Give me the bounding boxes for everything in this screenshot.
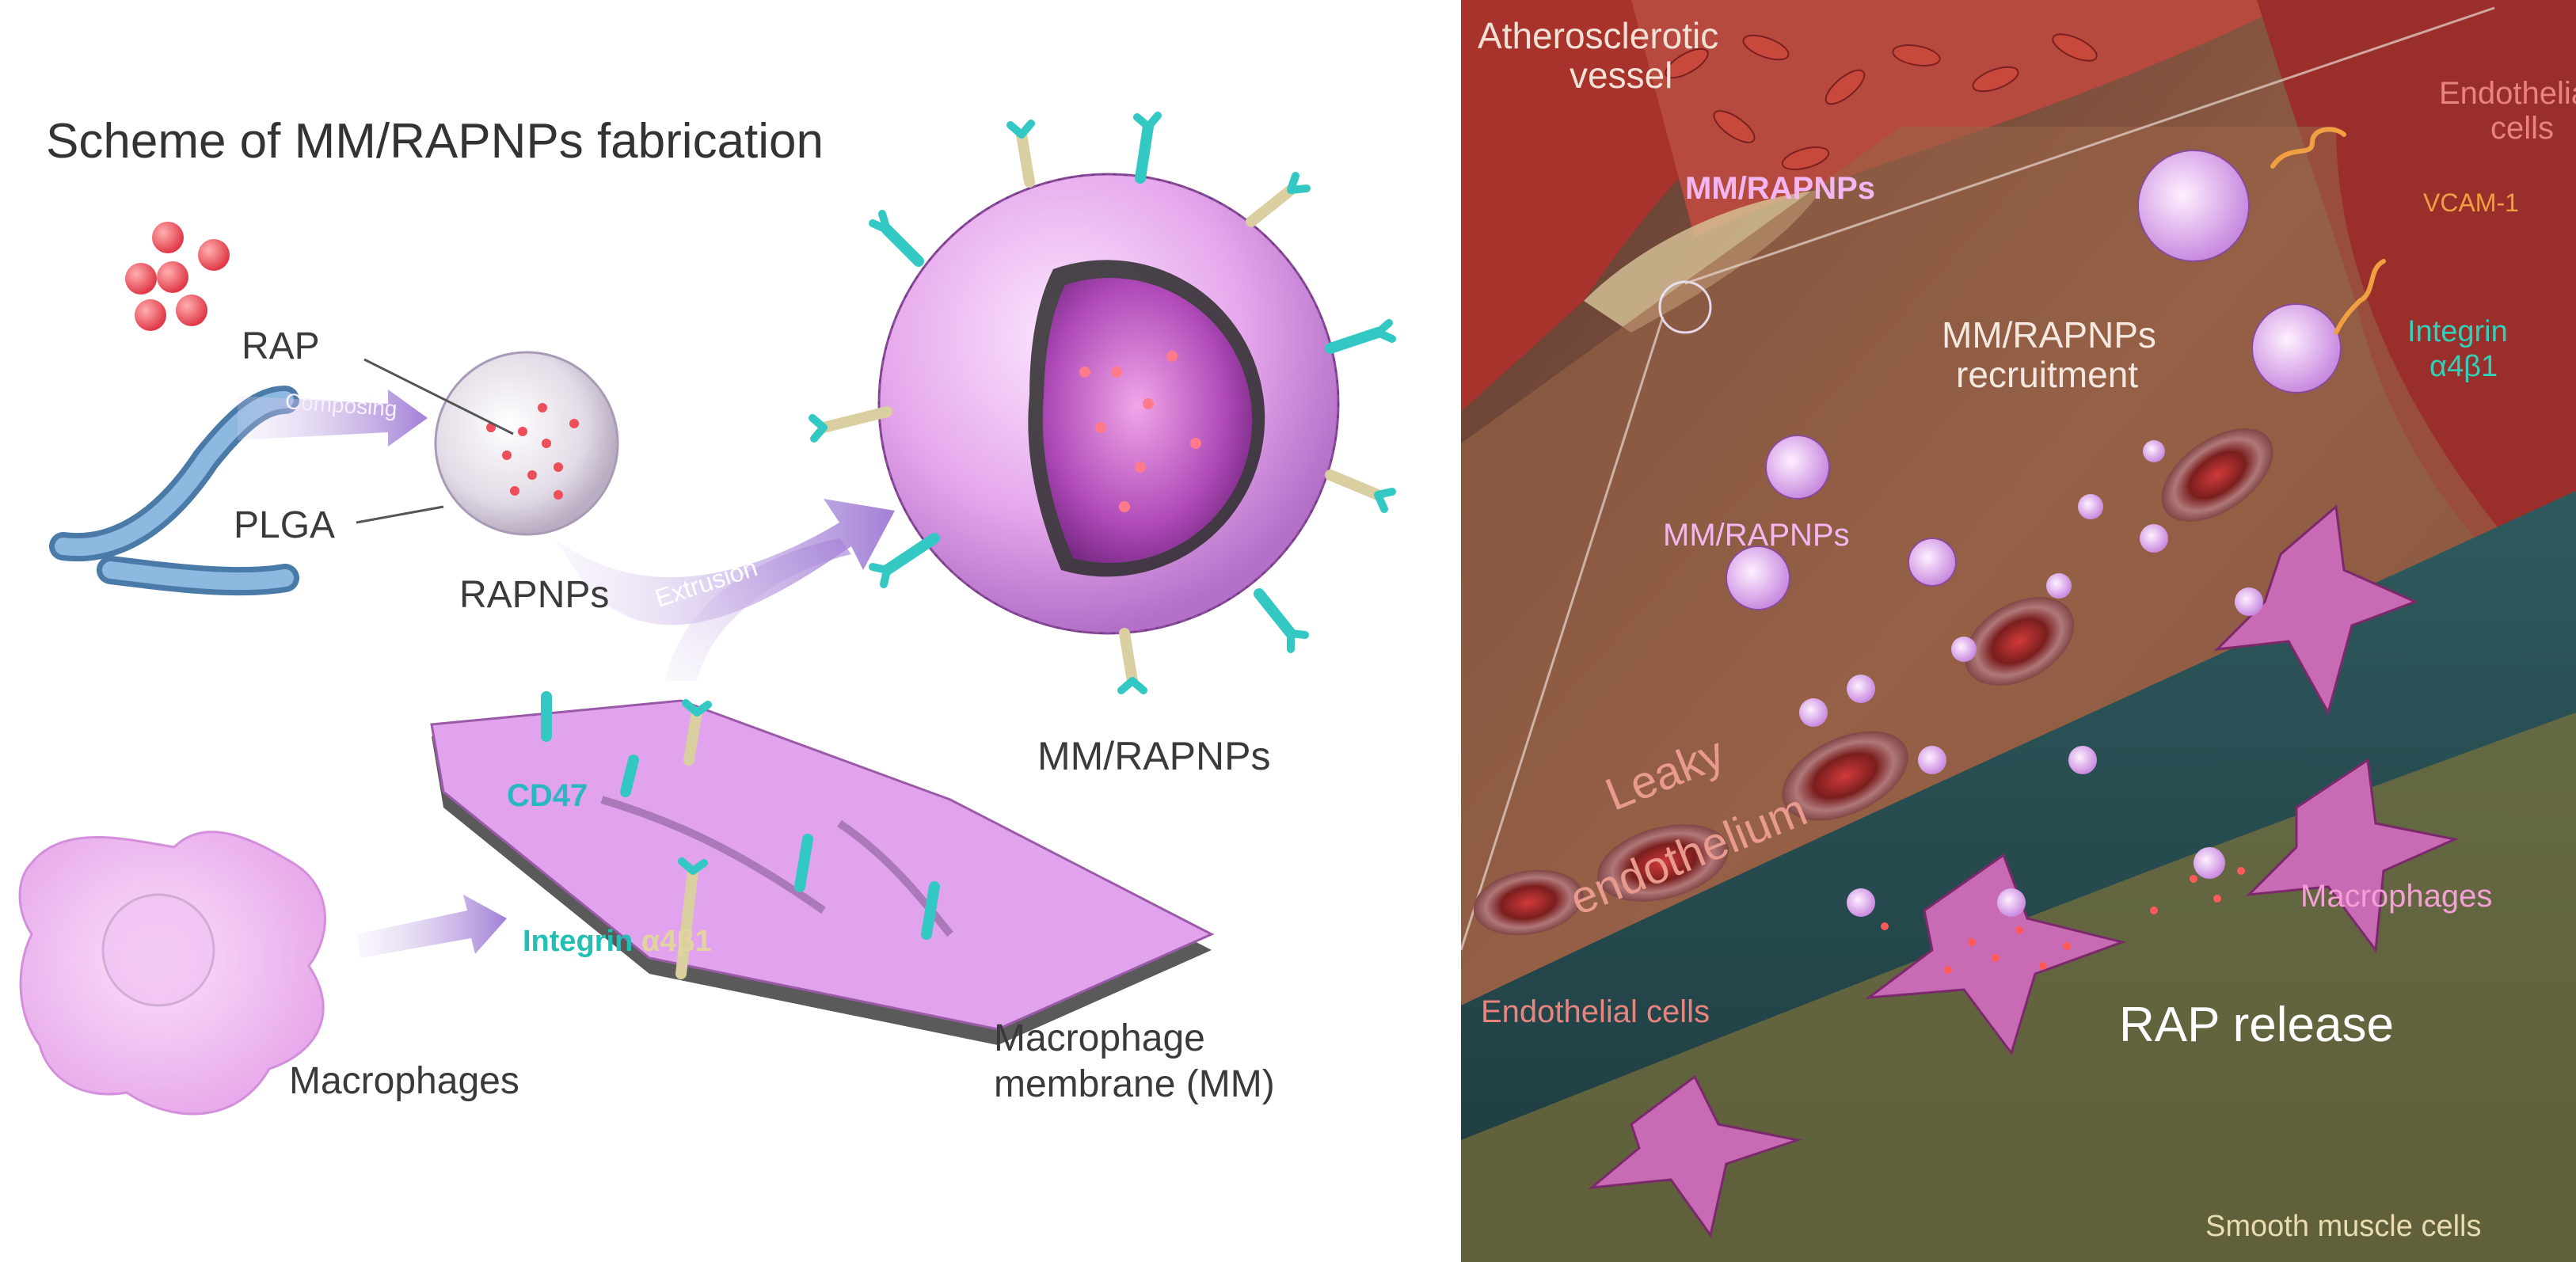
mm-rapnps-label: MM/RAPNPs [1037, 734, 1271, 778]
surface-proteins [809, 112, 1396, 694]
vessel-wall [1461, 0, 1885, 412]
recruitment-label-line1: MM/RAPNPs [1942, 314, 2156, 355]
membrane-up-arrow [665, 538, 851, 681]
mm-rapnps-mid-label: MM/RAPNPs [1663, 518, 1850, 553]
smooth-muscle-label: Smooth muscle cells [2205, 1210, 2482, 1243]
cd47-label: CD47 [507, 778, 588, 813]
macrophages-label: Macrophages [289, 1060, 519, 1102]
rap-molecules [125, 222, 230, 331]
vessel-targeting-scene [1461, 0, 2576, 1262]
zoom-line-b [1461, 316, 1665, 951]
vessel-label-line1: Atherosclerotic [1478, 15, 1719, 56]
membrane-label-line1: Macrophage [994, 1017, 1205, 1059]
endothelial-label-line2: cells [2490, 111, 2555, 146]
zoom-circle [1658, 280, 1712, 334]
membrane-integrin-prefix: Integrin [523, 925, 634, 958]
macrophage-nucleus [101, 893, 215, 1007]
zoom-line-a [1684, 6, 2495, 285]
endothelial-label-line1: Endothelial [2439, 76, 2576, 111]
rap-release-label: RAP release [2119, 998, 2394, 1052]
integrin-label-line2: α4β1 [2430, 350, 2498, 383]
blood-lumen [1631, 0, 2296, 238]
fabrication-scheme [18, 112, 1396, 1116]
composing-arrow [238, 390, 428, 447]
macrophage-to-membrane-arrow [356, 895, 507, 958]
macrophage-membrane-sheet [430, 691, 1215, 1045]
rap-leader-line [363, 358, 514, 435]
tissue-macrophages-label: Macrophages [2300, 879, 2493, 914]
rap-label: RAP [242, 325, 320, 367]
plga-label: PLGA [234, 504, 336, 546]
mm-rapnps-top-label: MM/RAPNPs [1685, 171, 1876, 206]
extrusion-arrow [554, 499, 895, 625]
plaque [1584, 190, 1821, 333]
small-nanoparticles [1726, 150, 2342, 917]
scheme-title: Scheme of MM/RAPNPs fabrication [46, 114, 824, 169]
endothelial-bottom-label: Endothelial cells [1481, 994, 1710, 1029]
membrane-integrin-label: Integrin α4β1 [523, 926, 712, 956]
vessel-label-line2: vessel [1570, 55, 1673, 96]
plga-leader-line [356, 505, 444, 524]
integrin-label-line1: Integrin [2407, 315, 2508, 348]
membrane-label-line2: membrane (MM) [994, 1063, 1275, 1105]
recruitment-label-line2: recruitment [1956, 354, 2139, 395]
rapnp-particle [434, 351, 619, 536]
rapnps-label: RAPNPs [459, 574, 610, 616]
vcam-receptor [2270, 127, 2386, 335]
endothelial-cells-row [1473, 428, 2274, 936]
mm-rapnp-large [877, 173, 1340, 635]
red-blood-cells [1665, 33, 2098, 170]
vcam-label: VCAM-1 [2423, 188, 2519, 217]
membrane-integrin-suffix: α4β1 [641, 925, 712, 958]
